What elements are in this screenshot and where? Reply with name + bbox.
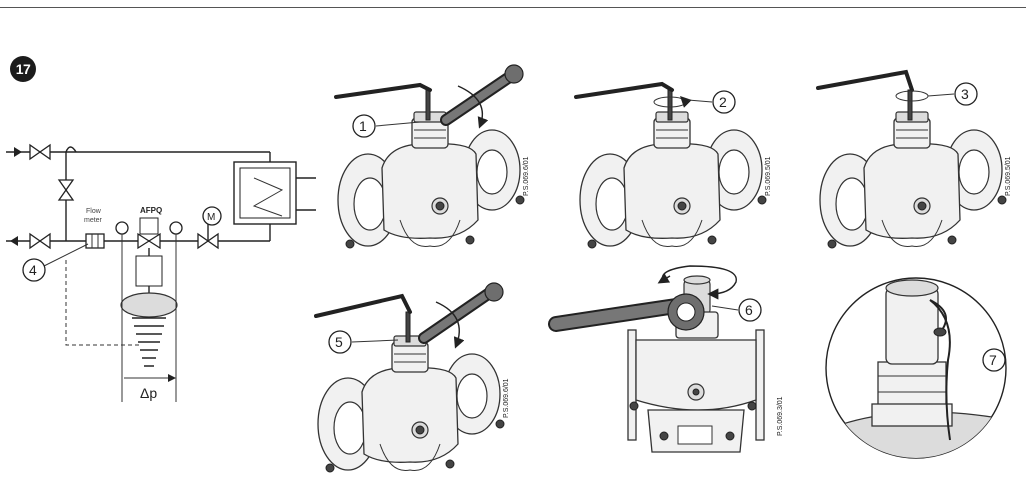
callout-1: 1 <box>359 118 367 134</box>
top-rule <box>0 7 1026 8</box>
callout-6: 6 <box>745 302 753 318</box>
motor-label: M <box>207 212 215 223</box>
panel-3: 3 P.S.069.5/01 <box>816 69 1012 249</box>
code-5: P.S.069.6/01 <box>503 378 510 418</box>
panel-2: 2 P.S.069.5/01 <box>574 81 772 249</box>
flow-meter-label-2: meter <box>84 217 103 224</box>
delta-p-label: Δp <box>140 385 157 401</box>
callout-7: 7 <box>989 352 997 368</box>
afpq-label: AFPQ <box>140 206 162 215</box>
code-3: P.S.069.5/01 <box>1005 156 1012 196</box>
flow-meter-label: Flow <box>86 208 102 215</box>
hydraulic-schematic: Flow meter AFPQ Δp M 4 <box>6 143 316 402</box>
callout-2: 2 <box>719 94 727 110</box>
callout-3: 3 <box>961 86 969 102</box>
panel-6: 6 P.S.069.3/01 <box>548 265 784 453</box>
callout-4-circle <box>22 258 46 282</box>
code-2: P.S.069.5/01 <box>765 156 772 196</box>
panel-1: 1 P.S.069.6/01 <box>334 64 530 249</box>
panel-7: 7 <box>825 277 1007 459</box>
callout-5: 5 <box>335 334 343 350</box>
panel-5: 5 P.S.069.6/01 <box>314 282 510 473</box>
code-6: P.S.069.3/01 <box>777 396 784 436</box>
step-number-badge: 17 <box>10 56 36 82</box>
code-1: P.S.069.6/01 <box>523 156 530 196</box>
callout-4: 4 <box>29 262 37 278</box>
